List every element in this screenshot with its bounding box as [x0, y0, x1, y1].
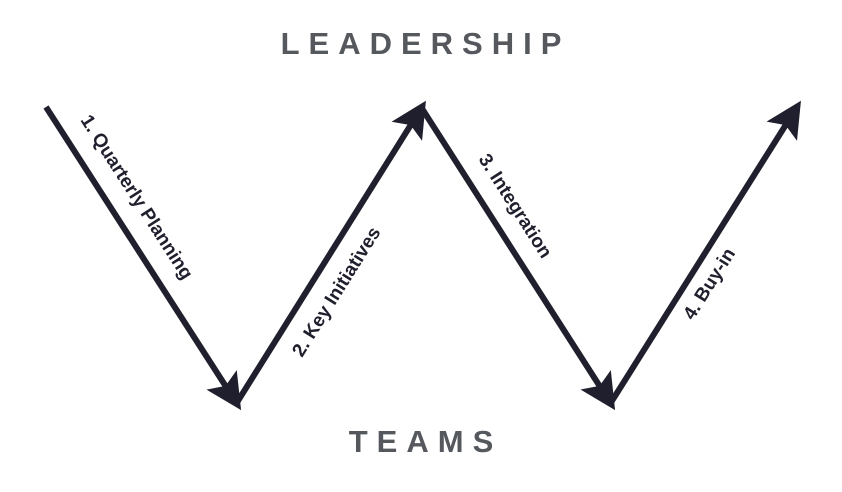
- leadership-heading: LEADERSHIP: [280, 26, 571, 61]
- step-1-arrow: [43, 105, 242, 411]
- arrow-down-icon: [43, 105, 242, 411]
- arrow-up-icon: [233, 100, 426, 406]
- step-2-arrow: [233, 100, 426, 406]
- teams-heading: TEAMS: [348, 424, 503, 459]
- step-3-arrow: [418, 105, 616, 411]
- step-4-arrow: [607, 100, 801, 406]
- step-1-label: 1. Quarterly Planning: [76, 111, 197, 283]
- arrow-down-icon: [418, 105, 616, 411]
- arrow-up-icon: [607, 100, 801, 406]
